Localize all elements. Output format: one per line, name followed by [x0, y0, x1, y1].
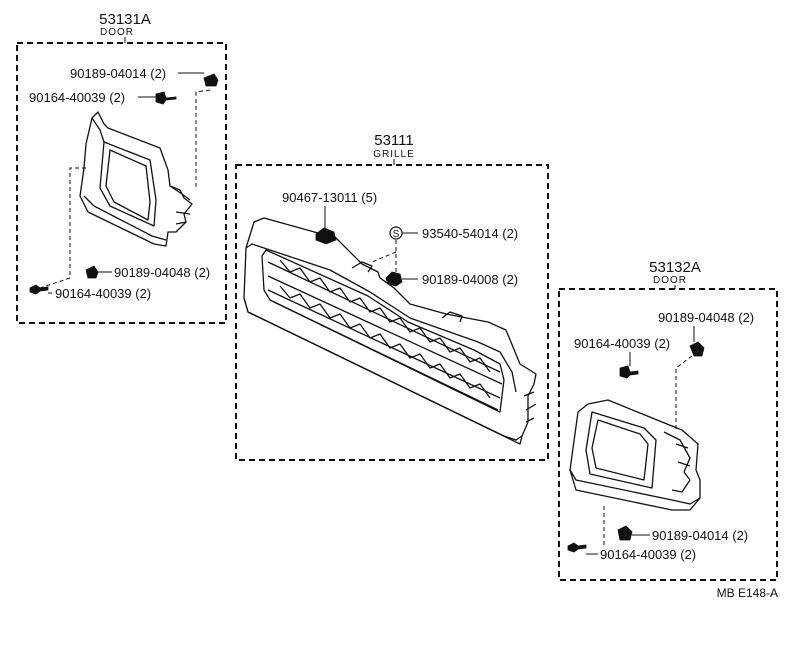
left-clip-bot-icon [85, 265, 99, 279]
left-clip-top-label: 90189-04014 (2) [70, 66, 166, 81]
right-clip-top-icon [689, 341, 705, 357]
right-clip-bot-label: 90189-04014 (2) [652, 528, 748, 543]
left-screw-top-label: 90164-40039 (2) [29, 90, 125, 105]
grille-screw-symbol: S [393, 229, 400, 240]
reference-code: MB E148-A [717, 586, 778, 600]
right-clip-top-label: 90189-04048 (2) [658, 310, 754, 325]
grille-group: 53111 GRILLE S 90467-13011 (5) [235, 132, 549, 461]
right-screw-top-icon [619, 365, 639, 379]
grille-clip-label: 90189-04008 (2) [422, 272, 518, 287]
right-screw-top-label: 90164-40039 (2) [574, 336, 670, 351]
grille-part [243, 217, 537, 445]
right-screw-bot-label: 90164-40039 (2) [600, 547, 696, 562]
left-screw-bot-label: 90164-40039 (2) [55, 286, 151, 301]
right-door-group: 53132A DOOR 90189-04048 (2) 90164-40039 … [558, 259, 778, 581]
left-clip-bot-label: 90189-04048 (2) [114, 265, 210, 280]
grille-box [235, 164, 549, 461]
right-door-box [558, 288, 778, 581]
grille-number: 53111 [374, 132, 414, 149]
right-door-part [569, 399, 701, 511]
right-door-name: DOOR [653, 275, 687, 286]
left-door-group: 53131A DOOR 90189-04014 (2) 90164-40039 … [16, 11, 227, 324]
grille-clip-icon [385, 271, 403, 287]
grille-retainer-icon [315, 227, 337, 245]
left-door-part [79, 111, 193, 247]
left-door-box [16, 42, 227, 324]
left-clip-top-icon [203, 73, 219, 87]
grille-screw-label: 93540-54014 (2) [422, 226, 518, 241]
grille-name: GRILLE [373, 149, 415, 160]
left-door-name: DOOR [100, 27, 134, 38]
grille-retainer-label: 90467-13011 (5) [282, 190, 377, 205]
right-door-number: 53132A [649, 259, 701, 276]
left-screw-top-icon [155, 91, 177, 105]
left-screw-bot-icon [29, 284, 49, 295]
left-door-number: 53131A [99, 11, 151, 28]
right-screw-bot-icon [567, 542, 587, 553]
right-clip-bot-icon [617, 525, 633, 541]
